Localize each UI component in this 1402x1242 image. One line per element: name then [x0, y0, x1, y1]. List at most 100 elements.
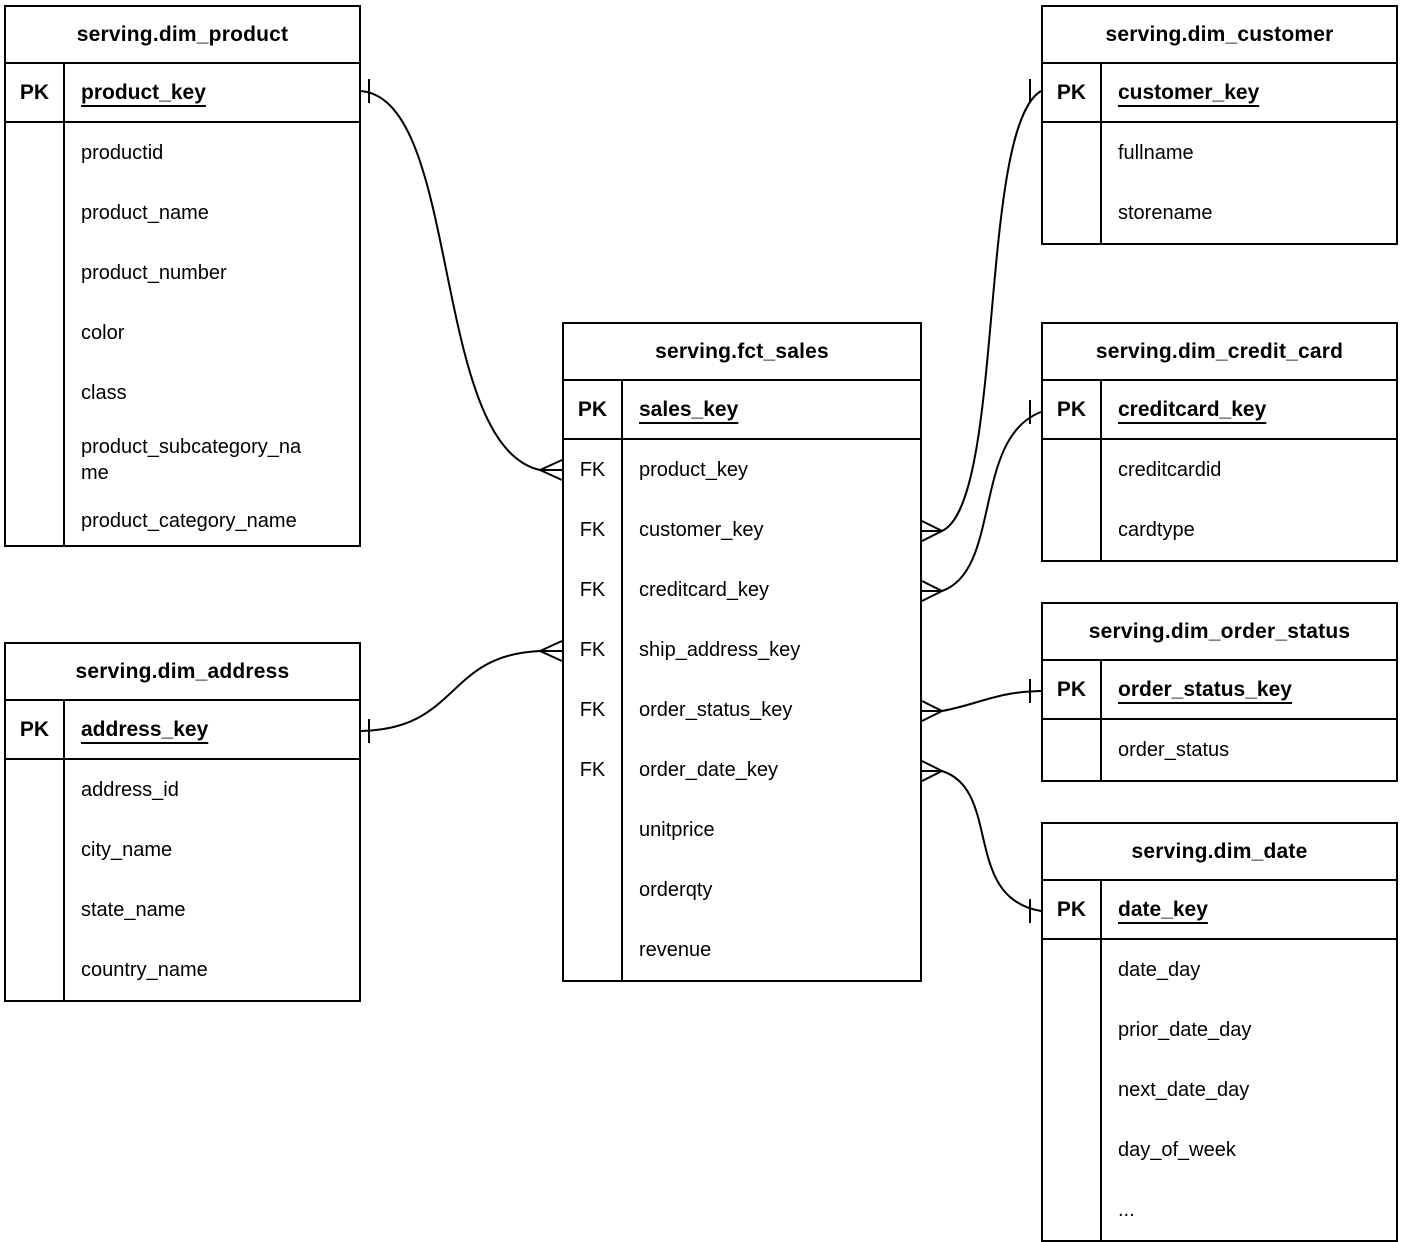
table-row: FK customer_key: [564, 500, 920, 560]
field-name: next_date_day: [1118, 1078, 1250, 1101]
table-row: color: [6, 303, 359, 363]
key-badge: [6, 820, 65, 880]
pk-field-name: date_key: [1118, 897, 1208, 921]
key-badge: [1043, 123, 1102, 183]
table-title: serving.dim_order_status: [1043, 604, 1396, 661]
table-title: serving.dim_credit_card: [1043, 324, 1396, 381]
crow-foot-many-icon: [921, 520, 943, 542]
table-row: address_id: [6, 760, 359, 820]
pk-badge: PK: [1043, 381, 1102, 438]
pk-field-name: product_key: [81, 80, 206, 104]
field-name: cardtype: [1118, 518, 1195, 541]
fk-badge: FK: [564, 440, 623, 500]
key-badge: [1043, 1000, 1102, 1060]
pk-badge: PK: [1043, 64, 1102, 121]
pk-badge: PK: [6, 64, 65, 121]
key-badge: [1043, 500, 1102, 560]
table-row: order_status: [1043, 720, 1396, 780]
table-row: next_date_day: [1043, 1060, 1396, 1120]
table-title: serving.dim_customer: [1043, 7, 1396, 64]
table-row: PK customer_key: [1043, 64, 1396, 123]
fk-badge: FK: [564, 620, 623, 680]
table-row: product_category_name: [6, 497, 359, 545]
relationship-fct-sales-creditcard-key-to-dim-credit-card: [921, 400, 1042, 602]
key-badge: [1043, 1180, 1102, 1240]
relationship-fct-sales-product-key-to-dim-product: [360, 79, 563, 481]
table-row: prior_date_day: [1043, 1000, 1396, 1060]
field-name: prior_date_day: [1118, 1018, 1252, 1041]
table-row: PK address_key: [6, 701, 359, 760]
table-row: creditcardid: [1043, 440, 1396, 500]
pk-badge: PK: [6, 701, 65, 758]
crow-foot-many-icon: [921, 760, 943, 782]
crow-foot-many-icon: [539, 459, 563, 481]
crow-foot-many-icon: [921, 700, 943, 722]
key-badge: [6, 123, 65, 183]
table-row: productid: [6, 123, 359, 183]
field-name: product_subcategory_name: [81, 436, 302, 484]
table-row: FK order_date_key: [564, 740, 920, 800]
field-name: revenue: [639, 938, 712, 961]
table-row: PK creditcard_key: [1043, 381, 1396, 440]
field-name: ...: [1118, 1198, 1135, 1221]
key-badge: [564, 800, 623, 860]
pk-badge: PK: [1043, 661, 1102, 718]
field-name: city_name: [81, 838, 173, 861]
table-dim-date: serving.dim_date PK date_key date_day pr…: [1041, 822, 1398, 1242]
field-name: creditcard_key: [639, 578, 770, 601]
pk-badge: PK: [564, 381, 623, 438]
key-badge: [1043, 1060, 1102, 1120]
table-row: ...: [1043, 1180, 1396, 1240]
relationship-fct-sales-order-status-key-to-dim-order-status: [921, 679, 1042, 722]
table-title: serving.dim_product: [6, 7, 359, 64]
key-badge: [6, 940, 65, 1000]
crow-foot-many-icon: [921, 580, 943, 602]
key-badge: [1043, 183, 1102, 243]
field-name: product_key: [639, 458, 748, 481]
field-name: order_date_key: [639, 758, 778, 781]
field-name: creditcardid: [1118, 458, 1222, 481]
table-row: PK product_key: [6, 64, 359, 123]
table-row: FK ship_address_key: [564, 620, 920, 680]
field-name: day_of_week: [1118, 1138, 1236, 1161]
table-row: day_of_week: [1043, 1120, 1396, 1180]
table-row: FK product_key: [564, 440, 920, 500]
field-name: product_name: [81, 201, 209, 224]
table-row: product_number: [6, 243, 359, 303]
table-row: city_name: [6, 820, 359, 880]
table-fct-sales: serving.fct_sales PK sales_key FK produc…: [562, 322, 922, 982]
fk-badge: FK: [564, 500, 623, 560]
field-name: unitprice: [639, 818, 715, 841]
field-name: order_status: [1118, 738, 1230, 761]
pk-field-name: address_key: [81, 717, 209, 741]
table-row: PK order_status_key: [1043, 661, 1396, 720]
pk-field-name: customer_key: [1118, 80, 1260, 104]
field-name: color: [81, 321, 125, 344]
key-badge: [6, 497, 65, 545]
table-row: product_subcategory_name: [6, 423, 359, 497]
field-name: fullname: [1118, 141, 1194, 164]
field-name: orderqty: [639, 878, 713, 901]
field-name: class: [81, 381, 127, 404]
table-row: PK date_key: [1043, 881, 1396, 940]
key-badge: [564, 920, 623, 980]
field-name: country_name: [81, 958, 208, 981]
table-row: product_name: [6, 183, 359, 243]
table-row: country_name: [6, 940, 359, 1000]
table-row: FK creditcard_key: [564, 560, 920, 620]
table-row: FK order_status_key: [564, 680, 920, 740]
table-title: serving.fct_sales: [564, 324, 920, 381]
table-title: serving.dim_date: [1043, 824, 1396, 881]
pk-badge: PK: [1043, 881, 1102, 938]
field-name: ship_address_key: [639, 638, 801, 661]
fk-badge: FK: [564, 740, 623, 800]
table-dim-order-status: serving.dim_order_status PK order_status…: [1041, 602, 1398, 782]
table-dim-address: serving.dim_address PK address_key addre…: [4, 642, 361, 1002]
field-name: storename: [1118, 201, 1213, 224]
field-name: productid: [81, 141, 164, 164]
table-row: state_name: [6, 880, 359, 940]
table-dim-credit-card: serving.dim_credit_card PK creditcard_ke…: [1041, 322, 1398, 562]
fk-badge: FK: [564, 560, 623, 620]
key-badge: [6, 423, 65, 497]
